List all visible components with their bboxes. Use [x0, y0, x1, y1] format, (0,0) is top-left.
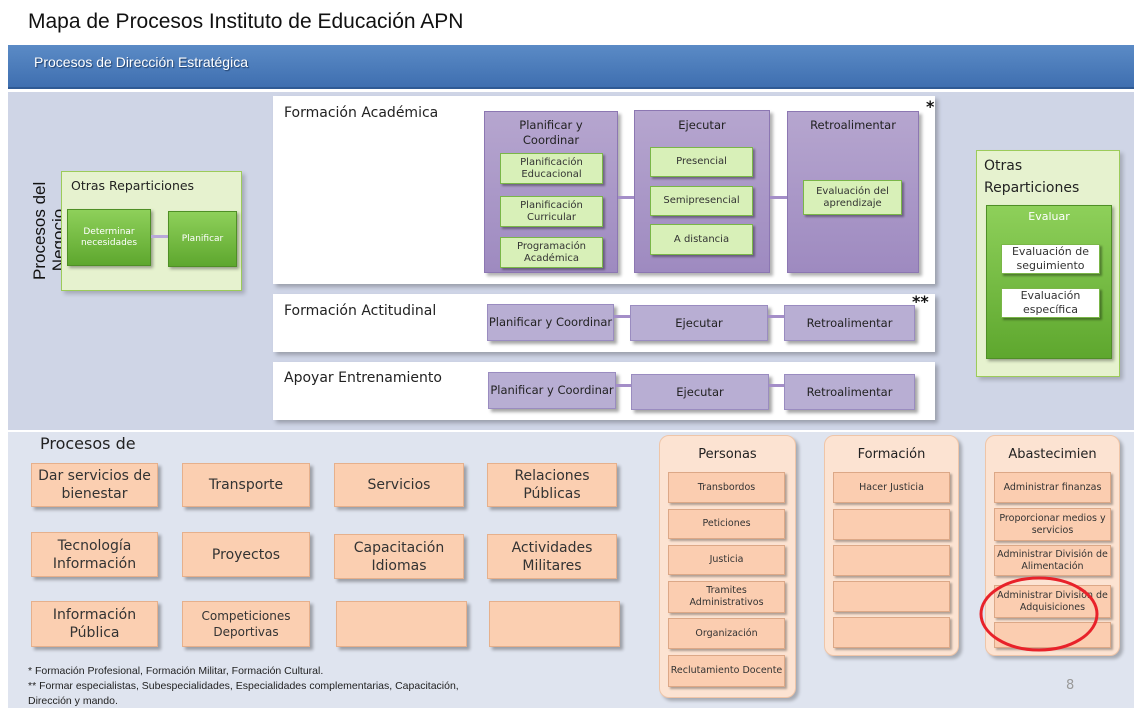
footnote-2: ** Formar especialistas, Subespecialidad…	[28, 680, 459, 692]
empty-training-box	[833, 509, 950, 540]
educational-planning-box: Planificación Educacional	[500, 153, 603, 184]
blended-box: Semipresencial	[650, 186, 753, 216]
plan-box: Planificar	[168, 211, 237, 267]
attitudinal-training-title: Formación Actitudinal	[284, 303, 437, 319]
transfers-box: Transbordos	[668, 472, 785, 503]
petitions-box: Peticiones	[668, 509, 785, 539]
page-title: Mapa de Procesos Instituto de Educación …	[28, 10, 464, 33]
attitudinal-feedback-box: Retroalimentar	[784, 305, 915, 341]
training-column-title: Formación	[857, 447, 926, 462]
empty-supply-box	[994, 622, 1111, 648]
academic-feedback-label: Retroalimentar	[810, 118, 896, 132]
transport-box: Transporte	[182, 463, 310, 507]
evaluate-stage	[986, 205, 1112, 359]
distance-box: A distancia	[650, 224, 753, 255]
other-branches-right-title: Otras Reparticiones	[984, 155, 1079, 199]
people-column-title: Personas	[698, 447, 757, 462]
training-execute-box: Ejecutar	[631, 374, 769, 410]
training-feedback-box: Retroalimentar	[784, 374, 915, 410]
empty-training-box	[833, 617, 950, 648]
empty-training-box	[833, 581, 950, 612]
other-branches-left-title: Otras Reparticiones	[71, 178, 195, 193]
academic-training-title: Formación Académica	[284, 105, 439, 121]
military-activities-box: Actividades Militares	[487, 534, 617, 579]
academic-footnote-marker: *	[926, 97, 935, 116]
organization-box: Organización	[668, 618, 785, 649]
justice-box: Justicia	[668, 545, 785, 575]
evaluate-label: Evaluar	[1028, 210, 1070, 223]
procurement-division-box: Administrar División de Adquisiciones	[994, 585, 1111, 618]
do-justice-box: Hacer Justicia	[833, 472, 950, 503]
footnote-1: * Formación Profesional, Formación Milit…	[28, 665, 324, 677]
sports-competitions-box: Competiciones Deportivas	[182, 601, 310, 647]
supply-column-title: Abastecimien	[1008, 447, 1097, 462]
connector	[618, 196, 634, 199]
curricular-planning-box: Planificación Curricular	[500, 196, 603, 227]
highlight-circle	[979, 576, 1099, 652]
teacher-recruitment-box: Reclutamiento Docente	[668, 655, 785, 687]
connector	[151, 235, 168, 238]
specific-evaluation-box: Evaluación específica	[1001, 288, 1100, 318]
attitudinal-footnote-marker: **	[912, 292, 929, 311]
manage-finances-box: Administrar finanzas	[994, 472, 1111, 503]
empty-support-box	[336, 601, 467, 647]
connector	[614, 315, 630, 318]
training-support-title: Apoyar Entrenamiento	[284, 370, 442, 386]
attitudinal-plan-coordinate-box: Planificar y Coordinar	[487, 304, 614, 341]
empty-support-box	[489, 601, 620, 647]
in-person-box: Presencial	[650, 147, 753, 177]
strategic-processes-banner	[8, 45, 1134, 89]
strategic-processes-label: Procesos de Dirección Estratégica	[34, 54, 248, 70]
language-training-box: Capacitación Idiomas	[334, 534, 464, 579]
connector	[616, 384, 631, 387]
support-processes-label: Procesos de	[40, 434, 136, 453]
academic-execute-label: Ejecutar	[678, 118, 726, 132]
connector	[768, 315, 784, 318]
page-number: 8	[1066, 678, 1075, 693]
training-plan-coordinate-box: Planificar y Coordinar	[488, 372, 616, 409]
services-box: Servicios	[334, 463, 464, 507]
other-branches-right-title-line2: Reparticiones	[984, 180, 1080, 196]
administrative-procedures-box: Tramites Administrativos	[668, 581, 785, 613]
connector	[770, 196, 787, 199]
follow-up-evaluation-box: Evaluación de seguimiento	[1001, 244, 1100, 274]
attitudinal-execute-box: Ejecutar	[630, 305, 768, 341]
public-relations-box: Relaciones Públicas	[487, 463, 617, 507]
wellbeing-services-box: Dar servicios de bienestar	[31, 463, 158, 507]
business-label-line1: Procesos del	[30, 181, 49, 280]
connector	[769, 384, 784, 387]
footnote-3: Dirección y mando.	[28, 695, 118, 707]
other-branches-right-title-line1: Otras	[984, 158, 1023, 174]
projects-box: Proyectos	[182, 532, 310, 577]
academic-programming-box: Programación Académica	[500, 237, 603, 268]
academic-plan-coordinate-label: Planificar y Coordinar	[519, 118, 583, 147]
public-information-box: Información Pública	[31, 601, 158, 647]
learning-evaluation-box: Evaluación del aprendizaje	[803, 180, 902, 215]
food-division-box: Administrar División de Alimentación	[994, 545, 1111, 576]
information-technology-box: Tecnología Información	[31, 532, 158, 577]
determine-needs-box: Determinar necesidades	[67, 209, 151, 266]
empty-training-box	[833, 545, 950, 576]
provide-means-services-box: Proporcionar medios y servicios	[994, 508, 1111, 541]
